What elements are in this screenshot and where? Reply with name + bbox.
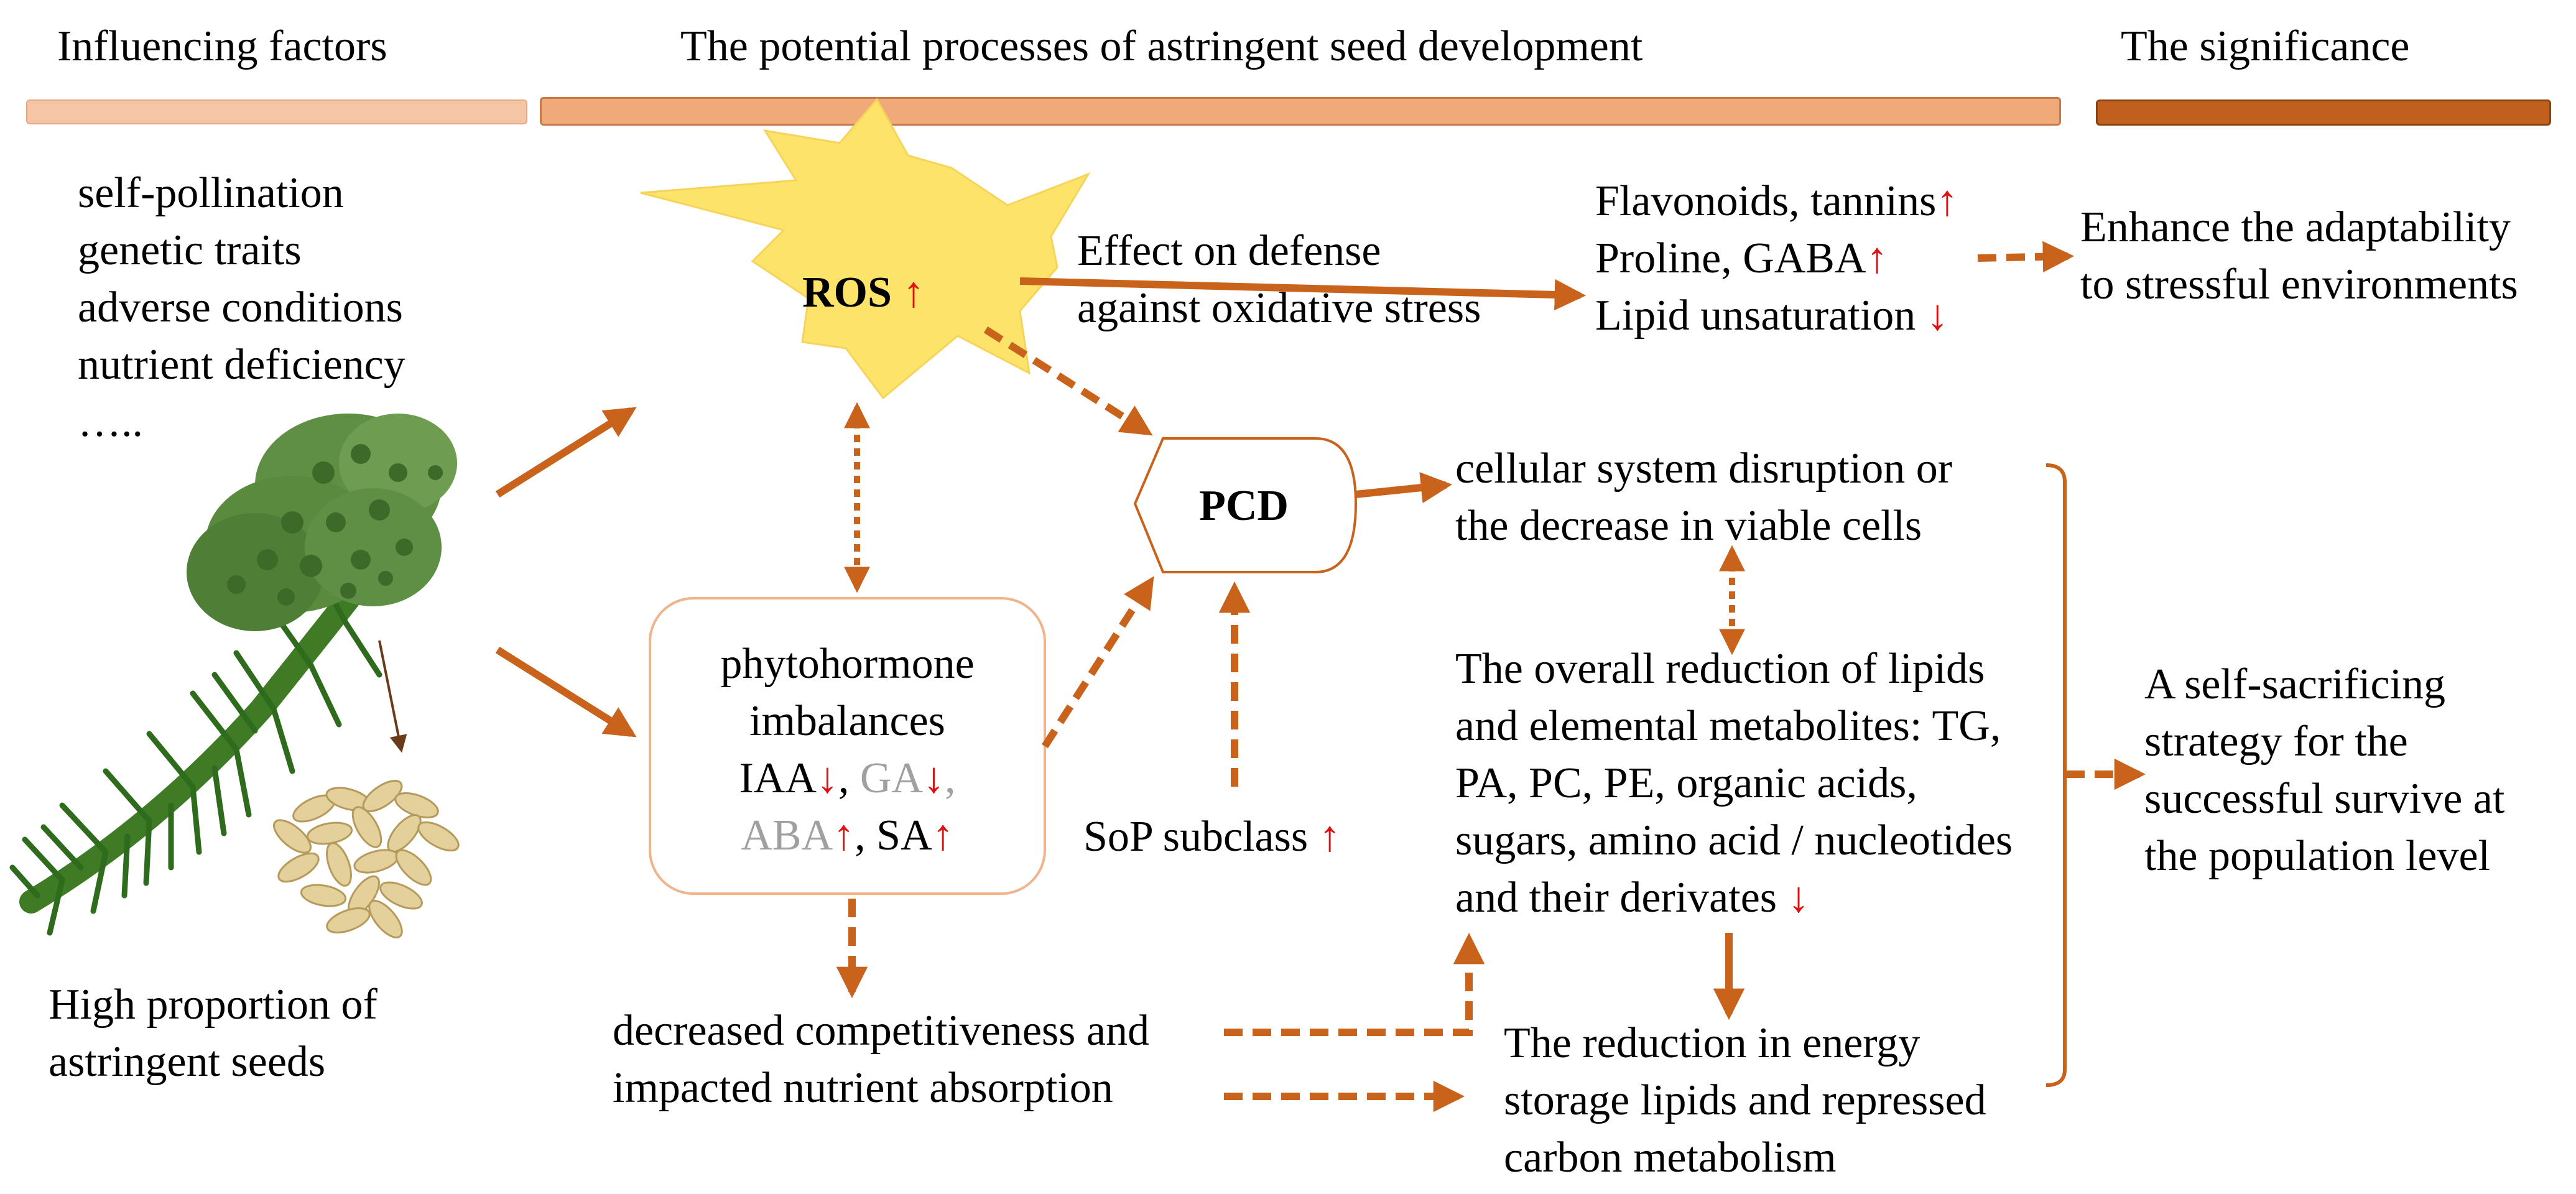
arrow-hormone-to-pcd (1041, 576, 1154, 749)
up-arrow-icon (902, 269, 924, 317)
factor-item: ….. (78, 398, 143, 446)
pcd-label: PCD (1199, 482, 1289, 530)
energy-text: The reduction in energy storage lipids a… (1504, 1019, 1986, 1182)
pcd-shape (1133, 437, 1358, 573)
header-bar-factors (26, 100, 527, 124)
down-arrow-icon (817, 754, 838, 802)
strategy-text: A self-sacrificing strategy for the succ… (2144, 660, 2505, 880)
header-processes: The potential processes of astringent se… (680, 22, 1643, 70)
cellular-text: cellular system disruption or the decrea… (1455, 445, 1953, 550)
phytohormone-text: phytohormone imbalances IAA, GA, ABA, SA (650, 636, 1045, 864)
competitiveness-text: decreased competitiveness and impacted n… (613, 1007, 1149, 1112)
header-factors: Influencing factors (57, 22, 387, 70)
arrow-ros-to-metabolites (1019, 277, 1587, 311)
hormone-aba: ABA (741, 812, 833, 859)
factors-list: self-pollination genetic traits adverse … (78, 165, 405, 451)
reduction-text: The overall reduction of lipids and elem… (1455, 641, 2013, 927)
arrow-pcd-to-cellular (1355, 472, 1453, 504)
up-arrow-icon (1866, 234, 1888, 282)
header-bar-significance (2096, 100, 2551, 126)
hormone-ga: GA (859, 754, 924, 802)
arrow-factors-to-hormone (495, 646, 637, 738)
up-arrow-icon (833, 812, 855, 859)
up-arrow-icon (932, 812, 954, 859)
arrow-metabolites-to-adaptability (1977, 241, 2075, 273)
seed-pile-illustration (273, 780, 460, 938)
hormone-sa: SA (876, 812, 932, 859)
factor-item: adverse conditions (78, 284, 403, 331)
down-arrow-icon (1927, 292, 1948, 340)
down-arrow-icon (1788, 874, 1810, 922)
factor-item: self-pollination (78, 169, 344, 217)
bracket (2046, 463, 2067, 1087)
up-arrow-icon (1936, 177, 1958, 225)
up-arrow-icon (1319, 813, 1341, 861)
ros-starburst (640, 98, 1091, 400)
header-bar-processes (540, 97, 2061, 126)
header-significance: The significance (2121, 22, 2410, 70)
down-arrow-icon (923, 754, 945, 802)
factor-item: genetic traits (78, 226, 302, 274)
factors-outcome: High proportion of astringent seeds (49, 981, 378, 1086)
arrow-competitiveness-to-reduction (1224, 932, 1485, 1036)
sop-text: SoP subclass (1083, 808, 1341, 866)
metabolites-text: Flavonoids, tannins Proline, GABA Lipid … (1595, 173, 1958, 345)
factor-item: nutrient deficiency (78, 341, 405, 389)
hormone-iaa: IAA (739, 754, 817, 802)
defense-text: Effect on defense against oxidative stre… (1077, 227, 1481, 332)
ros-label: ROS (802, 264, 924, 322)
arrow-factors-to-ros (495, 407, 637, 498)
plant-branch-illustration (9, 414, 457, 936)
arrow-ros-to-pcd (983, 326, 1153, 436)
adaptability-text: Enhance the adaptability to stressful en… (2080, 203, 2518, 308)
